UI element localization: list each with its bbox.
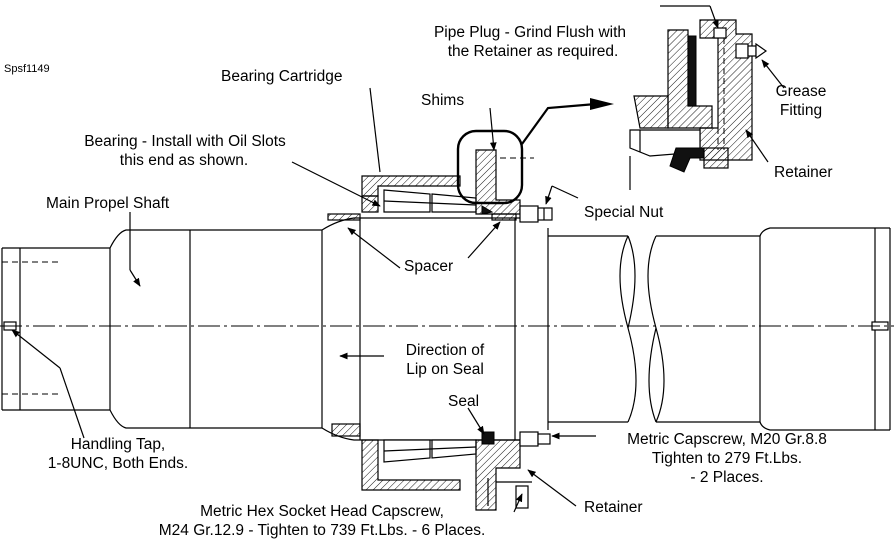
- handling-tap-label-line1: Handling Tap,: [71, 436, 166, 453]
- detail-view: [629, 19, 768, 190]
- grease-fitting-label-line2: Fitting: [780, 102, 822, 119]
- retainer-bottom-label: Retainer: [584, 499, 643, 516]
- pipe-plug-label-line2: the Retainer as required.: [448, 43, 619, 60]
- hex-socket-label-line1: Metric Hex Socket Head Capscrew,: [200, 503, 444, 520]
- seal-label: Seal: [448, 393, 479, 410]
- bearing-cartridge-label: Bearing Cartridge: [221, 68, 342, 85]
- leaders: [11, 5, 785, 513]
- retainer-detail-label: Retainer: [774, 164, 833, 181]
- drawing-id: Spsf1149: [4, 63, 50, 75]
- metric-capscrew-label-line3: - 2 Places.: [690, 469, 763, 486]
- direction-label-line2: Lip on Seal: [406, 361, 484, 378]
- grease-fitting-label-line1: Grease: [776, 83, 827, 100]
- main-shaft: [0, 217, 894, 441]
- spacer-label: Spacer: [404, 258, 453, 275]
- handling-tap-label-line2: 1-8UNC, Both Ends.: [48, 455, 188, 472]
- metric-capscrew-label-line1: Metric Capscrew, M20 Gr.8.8: [627, 431, 827, 448]
- lower-bearing-assembly: [331, 423, 551, 511]
- bearing-label-line1: Bearing - Install with Oil Slots: [84, 133, 286, 150]
- pipe-plug-label-line1: Pipe Plug - Grind Flush with: [434, 24, 626, 41]
- special-nut-label: Special Nut: [584, 204, 664, 221]
- bearing-label-line2: this end as shown.: [120, 152, 248, 169]
- direction-label-line1: Direction of: [406, 342, 485, 359]
- main-propel-shaft-label: Main Propel Shaft: [46, 195, 170, 212]
- metric-capscrew-label-line2: Tighten to 279 Ft.Lbs.: [652, 450, 802, 467]
- upper-bearing-assembly: [327, 129, 553, 223]
- hex-socket-label-line2: M24 Gr.12.9 - Tighten to 739 Ft.Lbs. - 6…: [159, 522, 486, 539]
- shims-label: Shims: [421, 92, 464, 109]
